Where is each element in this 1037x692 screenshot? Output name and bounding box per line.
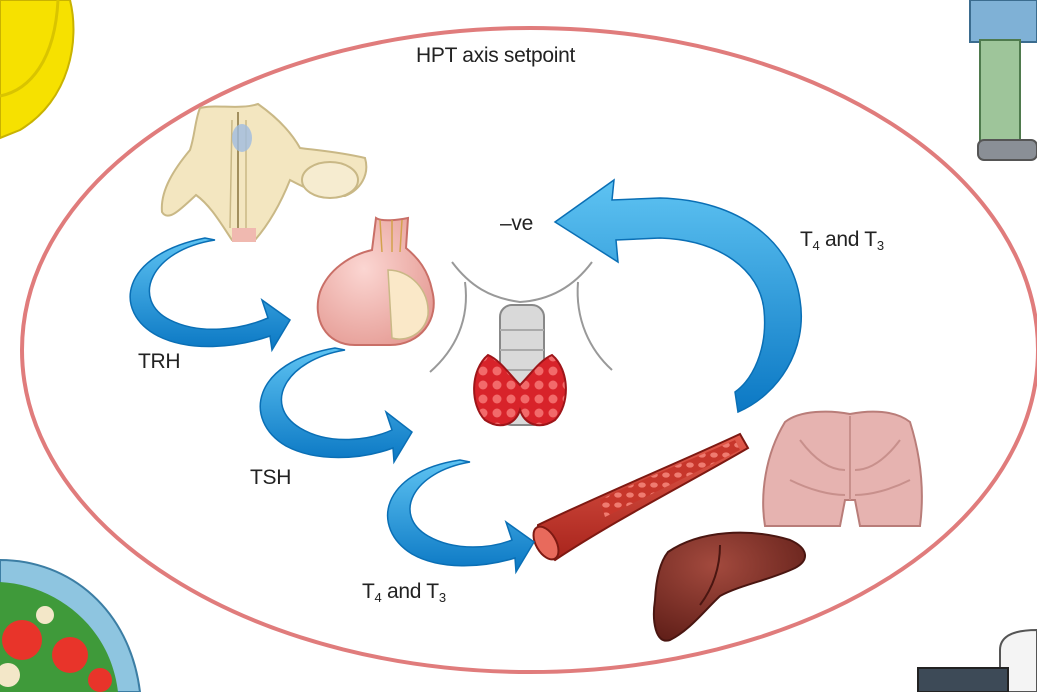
t4-and-t3-label-right: T4 and T3 <box>800 228 884 253</box>
scale-device-illustration <box>918 630 1037 692</box>
negative-feedback-label: –ve <box>500 212 533 236</box>
t4-and-t3-label-bottom: T4 and T3 <box>362 580 446 605</box>
tsh-arrow <box>260 348 412 462</box>
banana-illustration <box>0 0 73 138</box>
person-legs-illustration <box>970 0 1037 160</box>
diagram-title: HPT axis setpoint <box>416 44 575 68</box>
muscle-illustration <box>763 412 922 526</box>
pituitary-illustration <box>318 218 434 345</box>
salad-plate-illustration <box>0 560 140 692</box>
hypothalamus-illustration <box>162 104 366 242</box>
tsh-label: TSH <box>250 466 291 490</box>
negative-feedback-arrow <box>555 180 801 412</box>
trh-arrow <box>130 238 290 350</box>
trh-label: TRH <box>138 350 180 374</box>
thyroid-illustration <box>430 262 612 425</box>
liver-illustration <box>654 533 805 641</box>
t4t3-arrow-bottom <box>388 460 534 572</box>
